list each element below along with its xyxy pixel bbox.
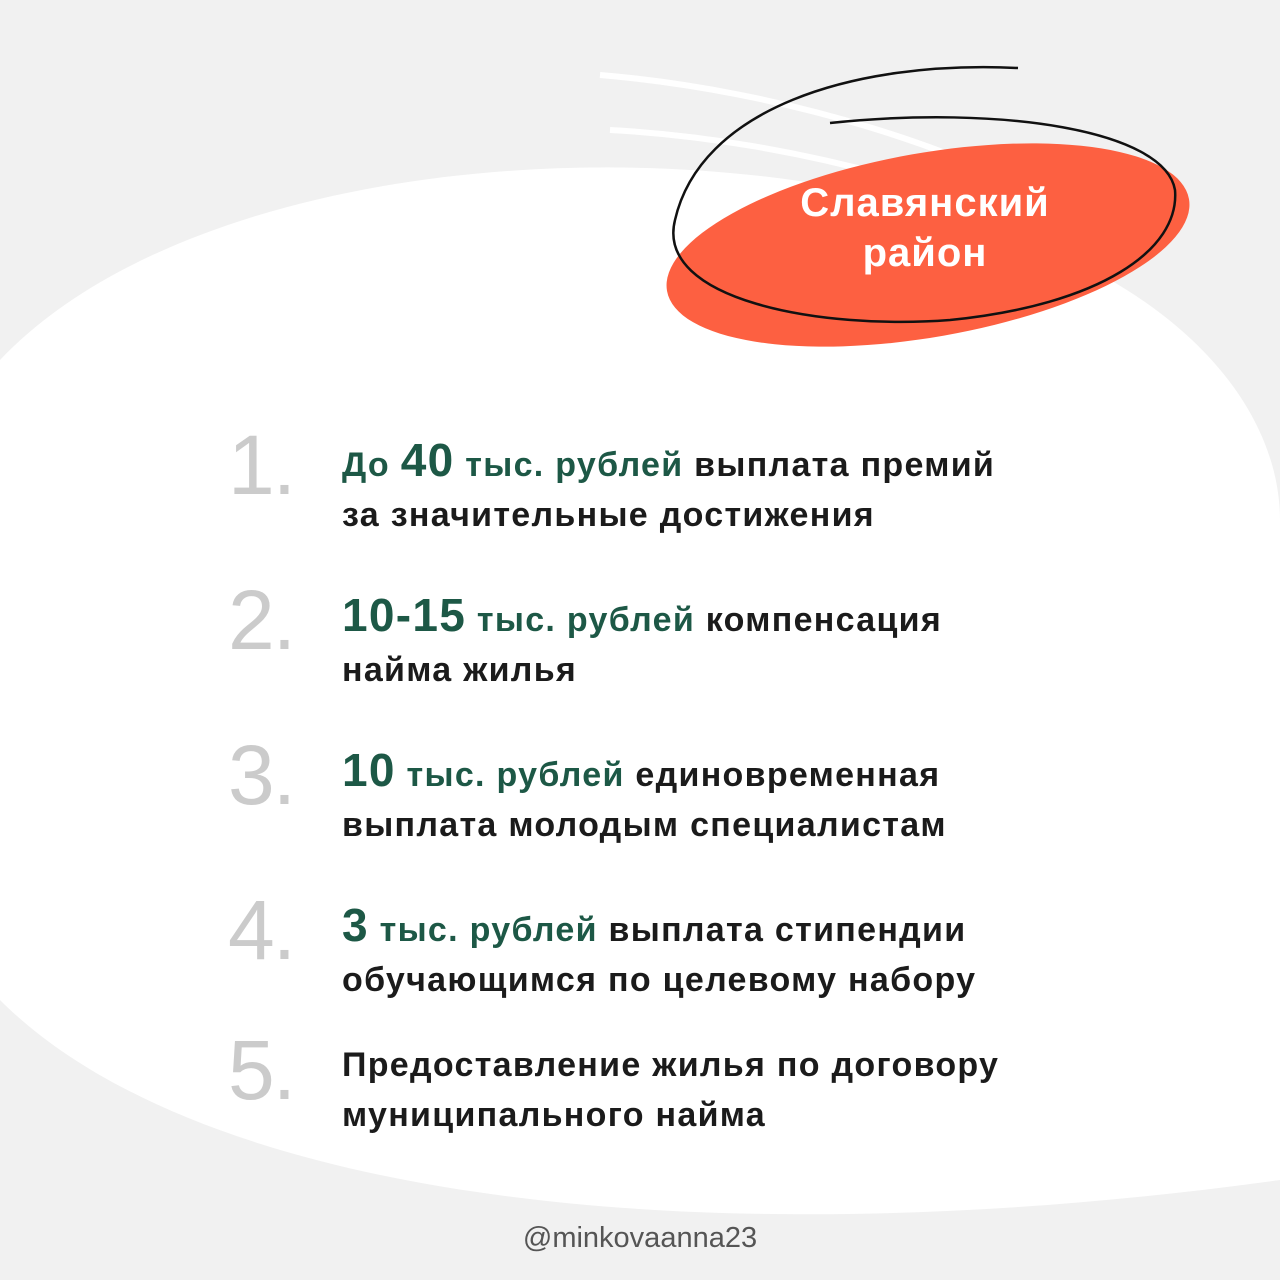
item-amount: 10-15	[342, 589, 467, 641]
district-badge: Славянский район	[760, 178, 1090, 278]
item-amount: 10	[342, 744, 396, 796]
list-item: 1. До 40 тыс. рублей выплата премий за з…	[228, 418, 1128, 545]
list-item: 2. 10-15 тыс. рублей компенсация найма ж…	[228, 573, 1128, 700]
item-unit: тыс. рублей	[395, 756, 625, 794]
item-number: 3.	[228, 728, 296, 822]
badge-line-1: Славянский	[800, 181, 1050, 225]
item-text-1: Предоставление жилья по договору	[342, 1046, 1000, 1084]
item-number: 4.	[228, 883, 296, 977]
author-handle: @minkovaanna23	[522, 1222, 758, 1254]
item-amount: 3	[342, 899, 369, 951]
item-number: 1.	[228, 418, 296, 512]
item-text-2: обучающимся по целевому набору	[342, 961, 977, 999]
list-item: 4. 3 тыс. рублей выплата стипендии обуча…	[228, 883, 1128, 1010]
badge-line-2: район	[862, 231, 988, 275]
item-unit: тыс. рублей	[368, 911, 598, 949]
item-text-1: выплата премий	[683, 446, 996, 484]
list-item: 3. 10 тыс. рублей единовременная выплата…	[228, 728, 1128, 855]
item-unit: тыс. рублей	[454, 446, 684, 484]
list-item: 5. Предоставление жилья по договору муни…	[228, 1023, 1128, 1150]
item-text-1: единовременная	[624, 756, 941, 794]
item-text-1: компенсация	[695, 601, 942, 639]
item-unit: тыс. рублей	[466, 601, 696, 639]
item-text-2: найма жилья	[342, 651, 578, 689]
item-text-2: выплата молодым специалистам	[342, 806, 947, 844]
item-text-2: за значительные достижения	[342, 496, 875, 534]
badge-ellipse	[666, 143, 1190, 347]
item-number: 2.	[228, 573, 296, 667]
item-amount: 40	[400, 434, 455, 486]
item-text-2: муниципального найма	[342, 1096, 766, 1134]
item-prefix: До	[342, 446, 401, 484]
item-text-1: выплата стипендии	[597, 911, 967, 949]
item-number: 5.	[228, 1023, 296, 1117]
